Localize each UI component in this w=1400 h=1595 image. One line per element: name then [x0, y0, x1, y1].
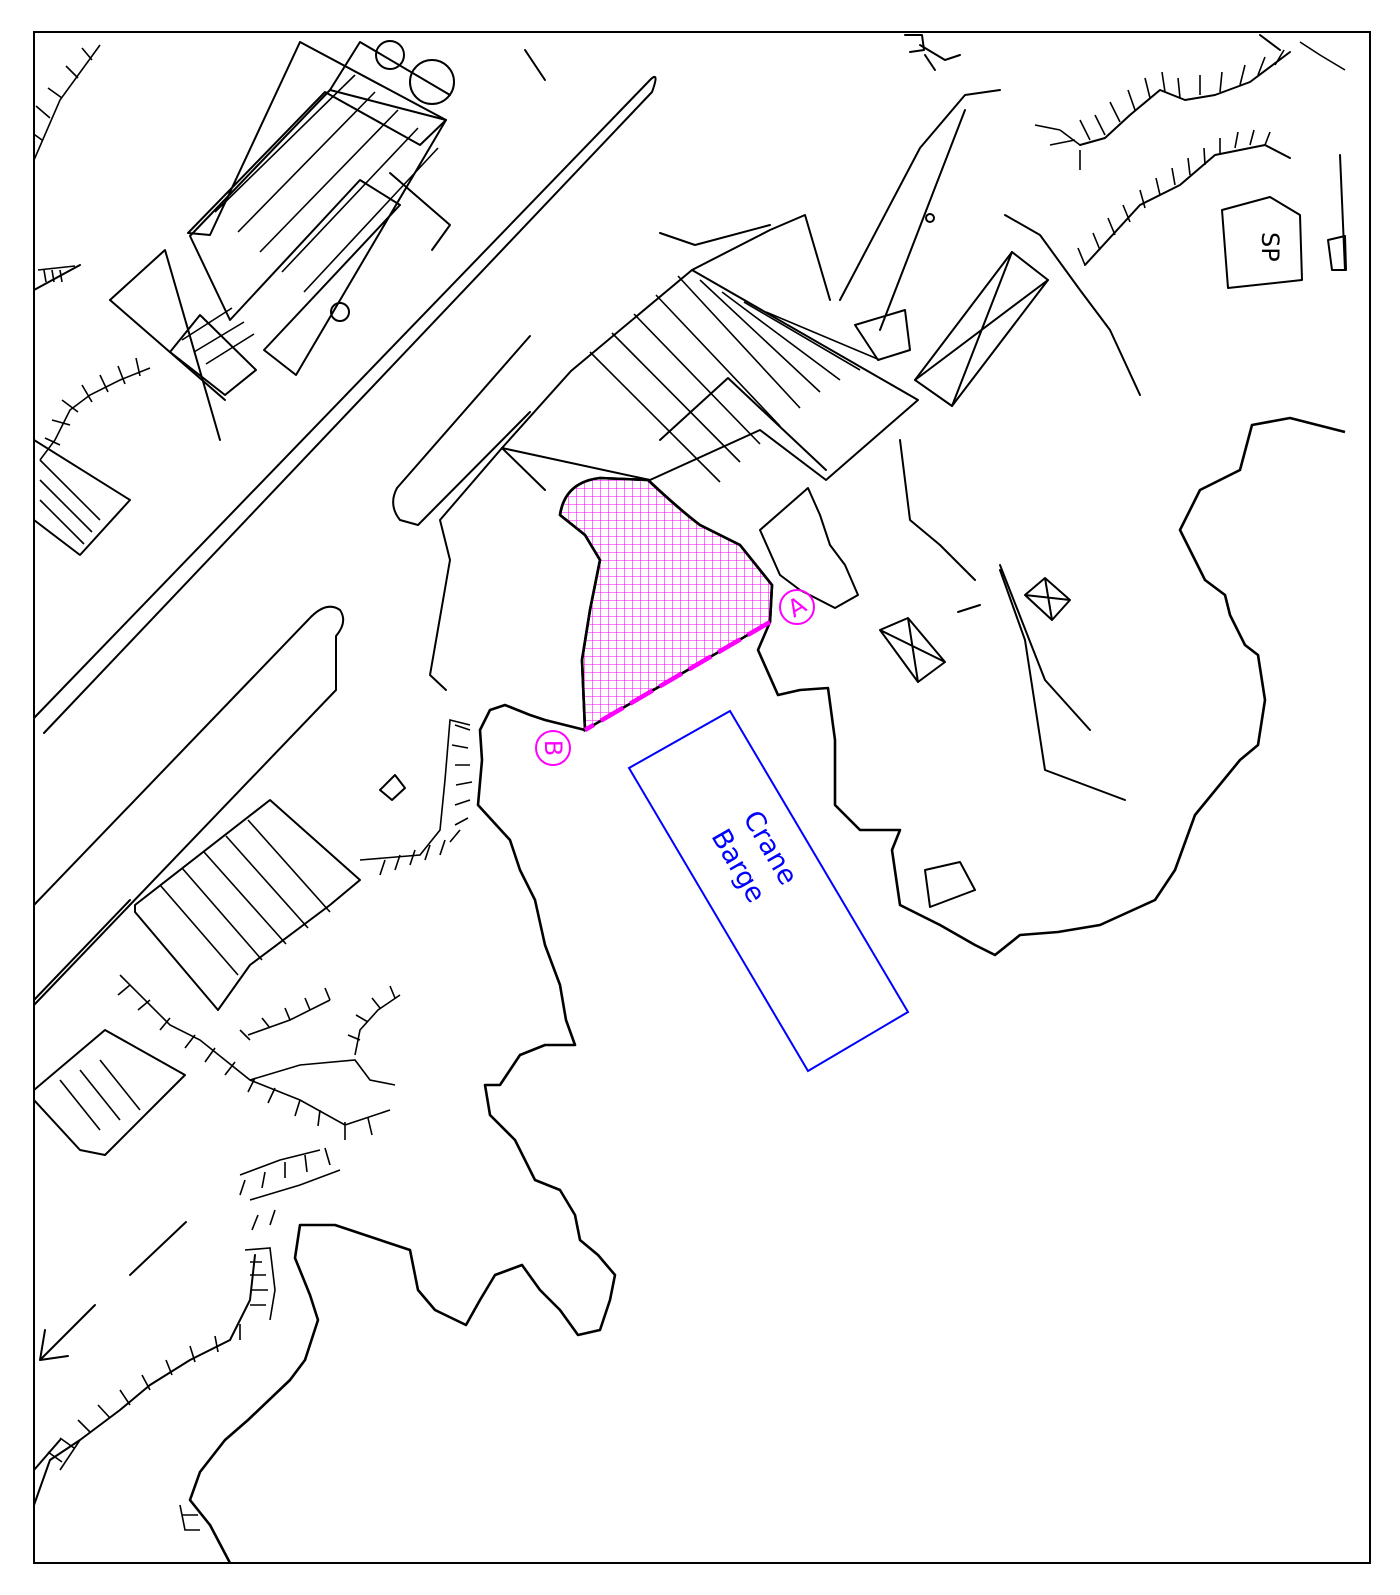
building-terrace-central	[429, 214, 919, 691]
post-icon	[925, 213, 935, 223]
building-label: SP	[1256, 232, 1284, 262]
tree-icon-group	[330, 40, 455, 322]
structures-ne	[839, 89, 1347, 908]
building-terrace-nw	[169, 41, 451, 396]
cliff-hatching	[34, 41, 1346, 1531]
post-icon-group	[904, 34, 935, 223]
minor-features	[109, 34, 1281, 801]
direction-arrow-icon	[39, 1304, 96, 1361]
site-area	[558, 476, 774, 733]
road	[34, 76, 657, 1276]
marker-b: B	[535, 730, 571, 766]
marker-b-label: B	[539, 740, 567, 756]
tree-icon	[330, 302, 350, 322]
building-terrace-sw	[34, 439, 361, 1156]
tree-icon	[375, 40, 405, 70]
post-icon	[904, 34, 925, 53]
map-frame	[33, 31, 1371, 1564]
site-boundary-line	[583, 620, 772, 732]
tree-icon	[409, 59, 455, 105]
